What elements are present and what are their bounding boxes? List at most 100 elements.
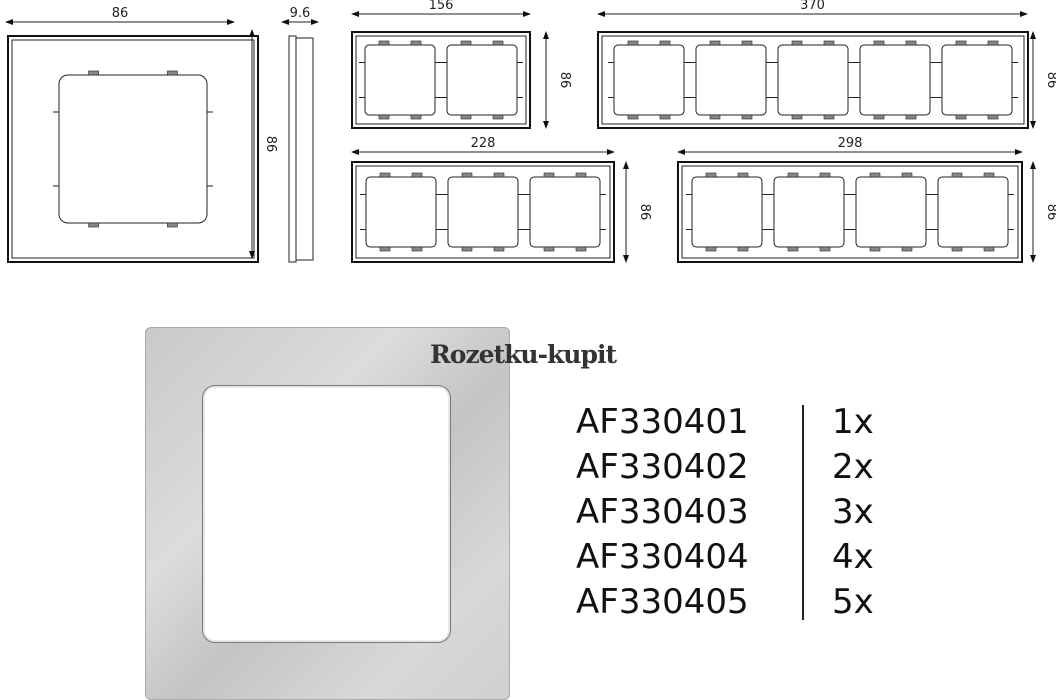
mounting-clip [167, 70, 178, 76]
module-opening [529, 176, 601, 248]
module-opening [859, 44, 931, 116]
dimension-label: 86 [1044, 72, 1056, 89]
mounting-clip [493, 172, 505, 178]
frame-outline [7, 35, 259, 263]
mounting-clip [737, 172, 749, 178]
dimension-label: 9.6 [290, 6, 311, 21]
mounting-clip [791, 40, 803, 46]
module-opening [365, 176, 437, 248]
side-profile [288, 35, 297, 263]
gang-count: 2x [832, 447, 874, 487]
gang-count: 1x [832, 402, 874, 442]
mounting-clip [873, 40, 885, 46]
mounting-clip [492, 114, 504, 120]
column-divider [802, 405, 804, 620]
dimension-label: 298 [838, 136, 863, 151]
module-opening [446, 44, 518, 116]
watermark: Rozetku-kupit [430, 340, 617, 369]
mounting-clip [705, 246, 717, 252]
mounting-clip [741, 40, 753, 46]
model-code: AF330405 [576, 582, 749, 622]
mounting-clip [951, 172, 963, 178]
mounting-clip [659, 114, 671, 120]
mounting-clip [575, 172, 587, 178]
module-opening [695, 44, 767, 116]
module-opening [613, 44, 685, 116]
dimension-label: 86 [263, 136, 278, 153]
mounting-clip [869, 246, 881, 252]
mounting-clip [905, 114, 917, 120]
module-opening [937, 176, 1009, 248]
dimension-label: 86 [557, 72, 572, 89]
gang-count: 3x [832, 492, 874, 532]
module-opening [691, 176, 763, 248]
mounting-clip [543, 172, 555, 178]
mounting-clip [461, 172, 473, 178]
mounting-clip [411, 246, 423, 252]
model-code: AF330404 [576, 537, 749, 577]
module-opening [941, 44, 1013, 116]
mounting-clip [410, 40, 422, 46]
mounting-clip [411, 172, 423, 178]
frame-outline [351, 161, 615, 263]
mounting-clip [493, 246, 505, 252]
mounting-clip [819, 172, 831, 178]
frame-bevel [601, 35, 1025, 125]
side-profile [295, 37, 314, 261]
mounting-clip [410, 114, 422, 120]
dimension-label: 86 [112, 6, 129, 21]
mounting-clip [709, 114, 721, 120]
mounting-clip [460, 114, 472, 120]
mounting-clip [983, 246, 995, 252]
mounting-clip [955, 114, 967, 120]
frame-outline [677, 161, 1023, 263]
gang-count: 5x [832, 582, 874, 622]
module-opening [364, 44, 436, 116]
dimension-label: 156 [429, 0, 454, 13]
module-opening [777, 44, 849, 116]
dimension-label: 86 [1044, 204, 1056, 221]
mounting-clip [659, 40, 671, 46]
mounting-clip [791, 114, 803, 120]
technical-drawing: 86 86 9.6 156 86 370 86 228 86 298 86 [5, 0, 1056, 263]
mounting-clip [901, 246, 913, 252]
gang-count: 4x [832, 537, 874, 577]
frame-outline [351, 31, 531, 129]
mounting-clip [955, 40, 967, 46]
mounting-clip [737, 246, 749, 252]
mounting-clip [873, 114, 885, 120]
mounting-clip [627, 40, 639, 46]
mounting-clip [901, 172, 913, 178]
frame-bevel [355, 35, 527, 125]
frame-opening [205, 388, 448, 640]
mounting-clip [987, 114, 999, 120]
mounting-clip [378, 114, 390, 120]
mounting-clip [787, 246, 799, 252]
mounting-clip [379, 172, 391, 178]
mounting-clip [823, 40, 835, 46]
mounting-clip [575, 246, 587, 252]
mounting-clip [987, 40, 999, 46]
frame-bevel [681, 165, 1019, 259]
frame-outline [597, 31, 1029, 129]
mounting-clip [869, 172, 881, 178]
mounting-clip [379, 246, 391, 252]
mounting-clip [951, 246, 963, 252]
mounting-clip [167, 222, 178, 228]
module-opening [58, 74, 208, 224]
mounting-clip [905, 40, 917, 46]
frame-product-photo [145, 327, 510, 700]
mounting-clip [543, 246, 555, 252]
mounting-clip [88, 70, 99, 76]
mounting-clip [378, 40, 390, 46]
mounting-clip [823, 114, 835, 120]
module-opening [447, 176, 519, 248]
dimension-label: 370 [800, 0, 825, 13]
mounting-clip [460, 40, 472, 46]
mounting-clip [709, 40, 721, 46]
dimension-label: 228 [471, 136, 496, 151]
mounting-clip [741, 114, 753, 120]
dimension-label: 86 [637, 204, 652, 221]
model-code: AF330401 [576, 402, 749, 442]
module-opening [855, 176, 927, 248]
